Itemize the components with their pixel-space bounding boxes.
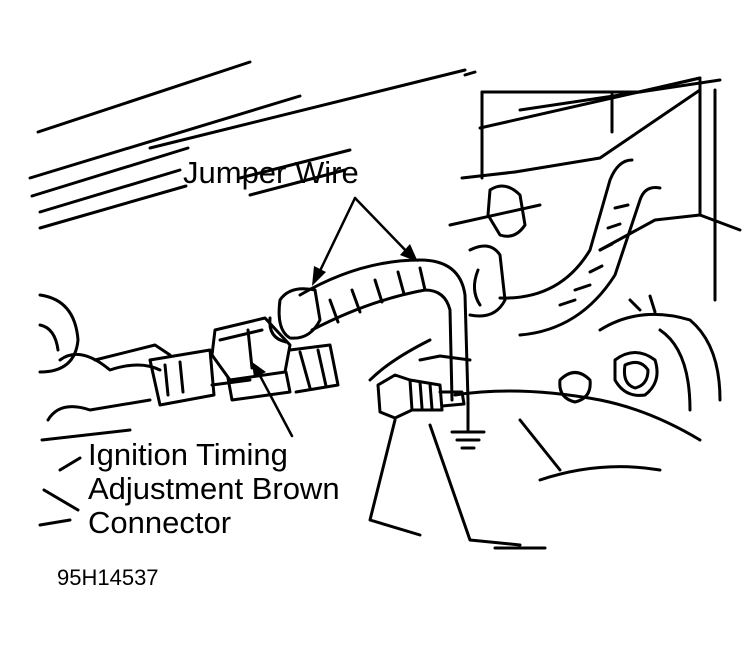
lower-bracket (368, 371, 702, 550)
right-bolt (598, 294, 722, 412)
left-component (38, 293, 172, 374)
connector-callout-line-2: Adjustment Brown (88, 471, 340, 506)
harness-wires (38, 348, 252, 527)
jumper-wire-callout: Jumper Wire (183, 155, 359, 190)
connector-callout: Ignition Timing Adjustment Brown Connect… (88, 438, 340, 540)
jumper-wire-leaders (312, 196, 418, 286)
hood-edge-lines (28, 60, 702, 230)
figure-code: 95H14537 (57, 565, 159, 590)
connector-callout-line-1: Ignition Timing (88, 437, 288, 472)
coolant-hose (498, 158, 662, 337)
jumper-wire (268, 258, 470, 402)
connector-callout-line-3: Connector (88, 505, 232, 540)
mounting-bracket (468, 184, 527, 318)
brown-connector (210, 316, 340, 402)
ground-stud (368, 338, 472, 420)
ground-symbol-icon (450, 398, 486, 450)
connector-leader (252, 362, 294, 438)
firewall-structure (460, 70, 742, 302)
